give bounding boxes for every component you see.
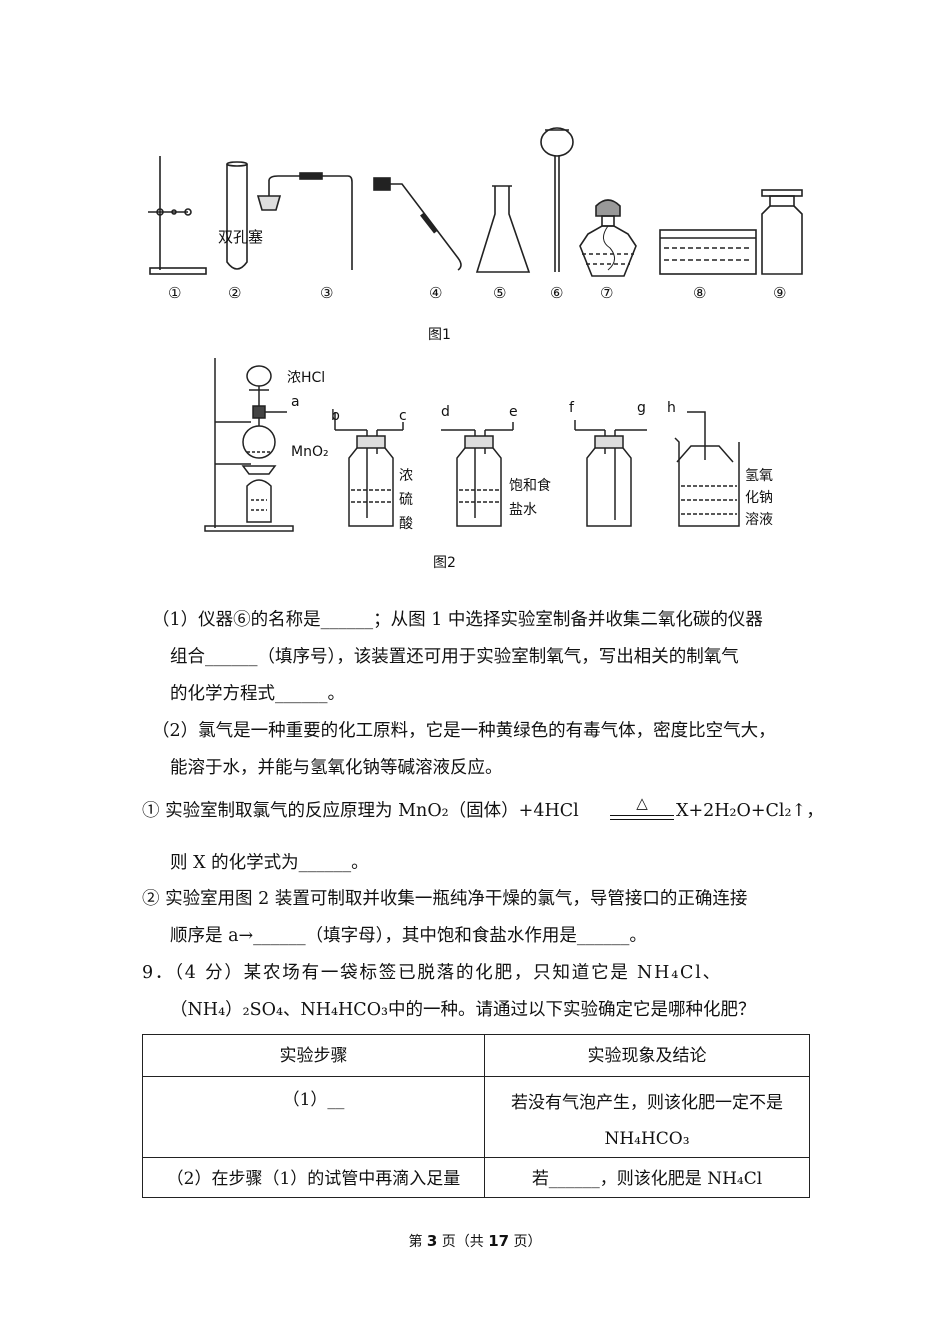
label-e: e <box>509 404 518 420</box>
label-7: ⑦ <box>600 284 613 302</box>
q9-line-1: 9．（4 分）某农场有一袋标签已脱落的化肥，只知道它是 NH₄Cl、 <box>142 963 722 983</box>
label-a: a <box>291 394 300 410</box>
footer-total-pages: 17 <box>488 1232 510 1250</box>
label-mno2: MnO₂ <box>291 444 329 460</box>
experiment-table: 实验步骤 实验现象及结论 （1）__ 若没有气泡产生，则该化肥一定不是 NH₄H… <box>142 1034 810 1198</box>
row2-step: （2）在步骤（1）的试管中再滴入足量 <box>142 1157 485 1198</box>
reaction-equals-sign <box>610 815 674 820</box>
label-acid-2: 硫 <box>399 492 413 508</box>
figure-1-caption: 图1 <box>428 327 451 343</box>
label-acid-1: 浓 <box>399 468 413 484</box>
naoh-beaker-icon <box>674 411 740 527</box>
header-results: 实验现象及结论 <box>484 1034 810 1077</box>
bent-tube-icon <box>373 177 462 271</box>
label-conc-hcl: 浓HCl <box>287 370 325 386</box>
sub2-line-2: 顺序是 a→______（填字母），其中饱和食盐水作用是______。 <box>170 926 647 946</box>
footer-middle: 页（共 <box>437 1234 489 1250</box>
page-footer: 第 3 页（共 17 页） <box>0 1231 950 1251</box>
stopper-label: 双孔塞 <box>218 228 263 246</box>
row1-result: 若没有气泡产生，则该化肥一定不是 NH₄HCO₃ <box>484 1076 810 1158</box>
funnel-icon <box>540 127 574 272</box>
footer-page-number: 3 <box>426 1232 438 1250</box>
figure-2-caption: 图2 <box>433 555 456 571</box>
label-g: g <box>637 400 646 416</box>
q1-line-2: 组合______（填序号），该装置还可用于实验室制氧气，写出相关的制氧气 <box>170 647 739 667</box>
label-3: ③ <box>320 284 333 302</box>
row1-step: （1）__ <box>142 1076 485 1158</box>
figure-1-apparatus: 双孔塞 ① ② ③ ④ ⑤ ⑥ ⑦ ⑧ ⑨ <box>148 127 803 302</box>
row1-result-line-2: NH₄HCO₃ <box>604 1129 690 1149</box>
heating-condition: △ <box>636 794 648 812</box>
stopper-tube-icon <box>256 172 353 270</box>
q1-line-1: （1）仪器⑥的名称是______；从图 1 中选择实验室制备并收集二氧化碳的仪器 <box>152 610 763 630</box>
footer-suffix: 页） <box>509 1234 542 1250</box>
apparatus-number-labels: ① ② ③ ④ ⑤ ⑥ ⑦ ⑧ ⑨ <box>168 284 786 302</box>
table-row: （1）__ 若没有气泡产生，则该化肥一定不是 NH₄HCO₃ <box>142 1076 810 1158</box>
label-f: f <box>569 400 575 416</box>
header-steps: 实验步骤 <box>142 1034 485 1077</box>
sulfuric-acid-bottle-icon <box>334 412 404 527</box>
chlorine-generator-icon <box>204 358 294 532</box>
iron-stand-icon <box>148 156 207 275</box>
label-1: ① <box>168 284 181 302</box>
label-5: ⑤ <box>493 284 506 302</box>
label-h: h <box>667 400 676 416</box>
label-brine-2: 盐水 <box>509 502 537 518</box>
table-row: （2）在步骤（1）的试管中再滴入足量 若______，则该化肥是 NH₄Cl <box>142 1157 810 1198</box>
table-header-row: 实验步骤 实验现象及结论 <box>142 1034 810 1077</box>
brine-bottle-icon <box>441 422 514 527</box>
label-brine-1: 饱和食 <box>509 477 551 494</box>
label-naoh-1: 氢氧 <box>745 468 773 484</box>
label-d: d <box>441 404 450 420</box>
q2-line-2: 能溶于水，并能与氢氧化钠等碱溶液反应。 <box>170 758 503 778</box>
label-6: ⑥ <box>550 284 563 302</box>
label-naoh-2: 化钠 <box>745 490 773 506</box>
q2-line-1: （2）氯气是一种重要的化工原料，它是一种黄绿色的有毒气体，密度比空气大， <box>152 721 776 741</box>
q1-line-3: 的化学方程式______。 <box>170 684 345 704</box>
label-c: c <box>399 408 407 424</box>
label-b: b <box>331 408 340 424</box>
q9-line-2: （NH₄）₂SO₄、NH₄HCO₃中的一种。请通过以下实验确定它是哪种化肥？ <box>170 1000 756 1020</box>
sub1-line-2: 则 X 的化学式为______。 <box>170 853 369 873</box>
test-tube-icon <box>226 161 248 270</box>
label-naoh-3: 溶液 <box>745 512 773 528</box>
water-trough-icon <box>659 229 757 275</box>
sub1-reaction-left: ① 实验室制取氯气的反应原理为 MnO₂（固体）+4HCl <box>142 801 579 821</box>
label-8: ⑧ <box>693 284 706 302</box>
sub2-line-1: ② 实验室用图 2 装置可制取并收集一瓶纯净干燥的氯气，导管接口的正确连接 <box>142 889 748 909</box>
figure-2-apparatus: 浓HCl a MnO₂ b c d e f g h 浓 硫 酸 饱和食 盐水 氢… <box>204 358 773 532</box>
row2-result: 若______，则该化肥是 NH₄Cl <box>484 1157 810 1198</box>
alcohol-lamp-icon <box>579 199 637 277</box>
label-4: ④ <box>429 284 442 302</box>
label-acid-3: 酸 <box>399 516 413 532</box>
gas-jar-icon <box>761 189 803 275</box>
sub1-reaction-right: X+2H₂O+Cl₂↑， <box>676 801 824 821</box>
label-9: ⑨ <box>773 284 786 302</box>
label-2: ② <box>228 284 241 302</box>
footer-prefix: 第 <box>408 1234 427 1250</box>
collection-bottle-icon <box>574 420 647 527</box>
row1-result-line-1: 若没有气泡产生，则该化肥一定不是 <box>511 1093 783 1113</box>
conical-flask-icon <box>475 185 531 273</box>
